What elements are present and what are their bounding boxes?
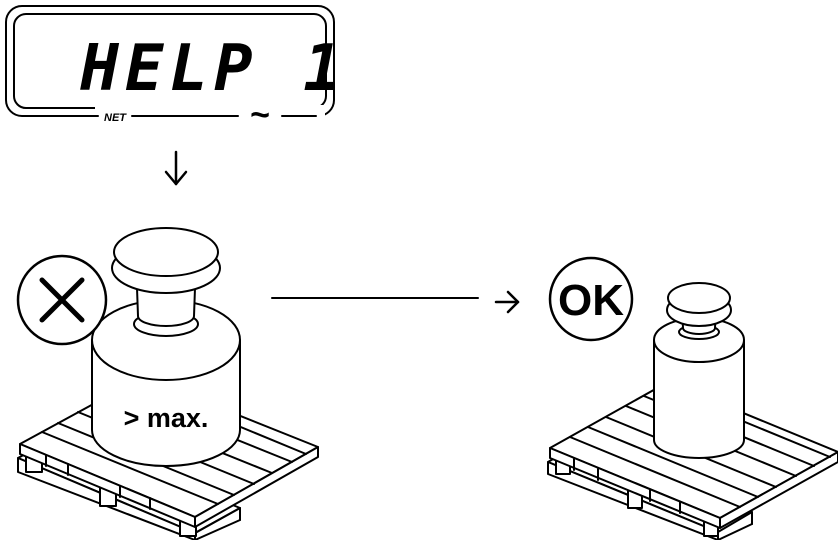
scale-display: HELP 1 NET ~ xyxy=(5,5,347,134)
ok-label: OK xyxy=(558,276,624,325)
down-arrow-icon xyxy=(164,150,188,186)
over-max-label: > max. xyxy=(124,403,209,433)
ok-badge: OK xyxy=(548,256,634,342)
stability-tilde-label: ~ xyxy=(250,96,270,134)
light-weight xyxy=(653,282,745,459)
right-arrow-icon xyxy=(271,290,520,314)
net-indicator-label: NET xyxy=(104,112,127,124)
display-readout: HELP 1 xyxy=(79,32,347,106)
heavy-weight: > max. xyxy=(91,227,241,467)
cross-icon xyxy=(16,254,108,346)
